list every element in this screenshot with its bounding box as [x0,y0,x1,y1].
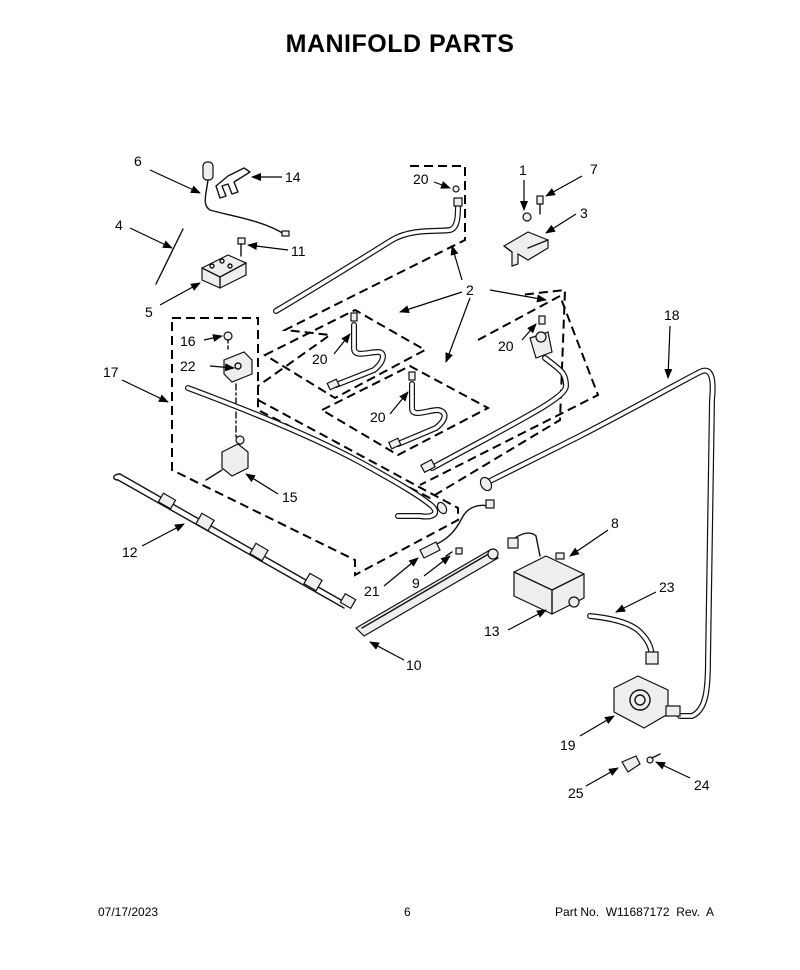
manifold-block-part [507,532,585,615]
callout-25: 25 [568,785,584,801]
footer-part-number: Part No. W11687172 Rev. A [555,905,714,919]
bracket-assembly-part [502,195,549,267]
long-tube-17 [185,385,448,520]
valve-assembly-box [171,317,459,577]
gas-line-tube [479,367,716,719]
wire-harness-part [113,473,357,610]
callout-2: 2 [466,282,474,298]
callout-4: 4 [115,217,123,233]
flex-connector-part [587,613,659,665]
footer-date: 07/17/2023 [98,905,159,919]
callout-22: 22 [180,358,196,374]
callout-14: 14 [285,169,301,185]
rail-bar-part [355,548,499,637]
burner-tube-center [387,381,448,450]
footer-page-number: 6 [404,905,411,919]
callout-19: 19 [560,737,576,753]
callout-20-right: 20 [498,338,514,354]
burner-tube-box-right [419,294,600,486]
callout-17: 17 [103,364,119,380]
page-title: MANIFOLD PARTS [285,30,515,58]
parts [113,161,716,773]
callout-20-top: 20 [413,171,429,187]
burner-tube-box-left [262,308,428,400]
orifice-fitting-part [350,312,546,381]
callout-10: 10 [406,657,422,673]
callout-13: 13 [484,623,500,639]
callout-6: 6 [134,153,142,169]
burner-tube-right [420,331,569,474]
callout-18: 18 [664,307,680,323]
screw-part-11 [237,237,246,257]
callout-8: 8 [611,515,619,531]
callout-9: 9 [412,575,420,591]
module-block-part [201,254,247,289]
callout-23: 23 [659,579,675,595]
valve-assembly-left [205,331,253,481]
callout-11: 11 [291,243,306,259]
clip-part [215,167,251,199]
callout-20-center: 20 [370,409,386,425]
burner-tube-left [326,322,386,391]
callout-1: 1 [519,162,527,178]
callout-21: 21 [364,583,380,599]
probe-part [202,161,290,237]
callout-3: 3 [580,205,588,221]
small-clip-part [621,753,661,773]
burner-tube-box-center [319,364,491,457]
pressure-regulator-part [613,675,681,729]
callout-15: 15 [282,489,298,505]
callout-20-left: 20 [312,351,328,367]
callout-12: 12 [122,544,138,560]
callout-7: 7 [590,161,598,177]
callout-5: 5 [145,304,153,320]
callout-24: 24 [694,777,710,793]
callout-labels: 6 14 4 11 5 20 1 7 3 2 18 16 22 17 20 20… [103,153,710,801]
manifold-tube-upper [273,185,463,314]
leader-lines [121,169,691,787]
callout-16: 16 [180,333,196,349]
igniter-wire-part [419,499,495,559]
wire-part [155,228,184,285]
